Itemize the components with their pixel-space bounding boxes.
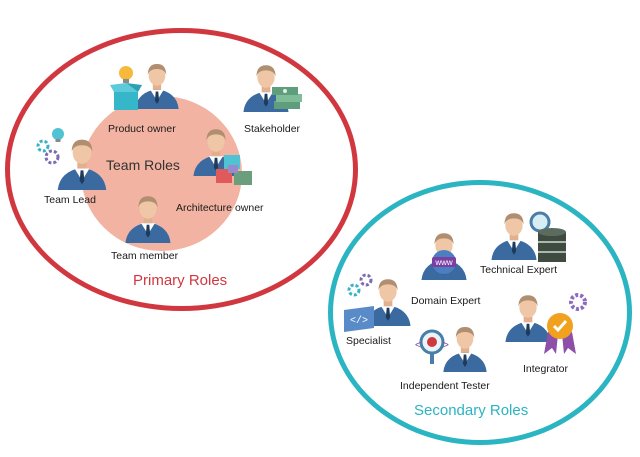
www-badge-text: www: [434, 258, 453, 267]
domain-expert-label: Domain Expert: [411, 295, 481, 307]
team-lead-label: Team Lead: [44, 194, 96, 206]
architecture-owner-label: Architecture owner: [176, 202, 264, 214]
independent-tester-person-icon: [443, 327, 487, 372]
lightbulb-icon: [119, 66, 133, 83]
specialist-figure: </>: [342, 268, 414, 332]
independent-tester-label: Independent Tester: [400, 380, 490, 392]
svg-text:<: <: [415, 340, 421, 351]
stakeholder-figure: [238, 55, 308, 117]
magnifier-icon: [529, 211, 551, 233]
database-icon: [538, 228, 566, 262]
specialist-label: Specialist: [346, 335, 391, 347]
gears-icon: [347, 273, 373, 297]
team-lead-figure: [34, 126, 114, 192]
www-globe-icon: www: [432, 250, 456, 274]
integrator-figure: [502, 286, 592, 358]
open-box-icon: [110, 83, 142, 110]
product-owner-figure: [110, 56, 182, 112]
product-owner-label: Product owner: [108, 123, 176, 135]
integrator-person-icon: [505, 295, 551, 342]
team-roles-label: Team Roles: [106, 157, 180, 173]
primary-roles-title: Primary Roles: [133, 272, 228, 289]
svg-text:>: >: [443, 340, 449, 351]
lightbulb-icon: [52, 128, 64, 142]
award-badge-icon: [544, 313, 576, 354]
gear-icon: [569, 293, 587, 311]
team-member-label: Team member: [111, 250, 179, 262]
technical-expert-label: Technical Expert: [480, 264, 558, 276]
money-stack-icon: [272, 87, 302, 109]
team-member-figure: [122, 188, 174, 246]
secondary-roles-title: Secondary Roles: [414, 402, 529, 419]
secondary-roles-ring: [328, 180, 632, 445]
product-owner-person-icon: [135, 64, 179, 109]
integrator-label: Integrator: [523, 363, 568, 375]
team-lead-person-icon: [57, 139, 107, 190]
independent-tester-figure: < >: [412, 318, 492, 378]
primary-roles-ring: [5, 28, 358, 311]
cubes-icon: [216, 155, 252, 185]
code-document-icon: </>: [344, 306, 374, 332]
svg-text:</>: </>: [350, 315, 368, 327]
team-member-person-icon: [125, 196, 171, 243]
technical-expert-figure: [488, 204, 576, 266]
bug-magnifier-icon: < >: [415, 329, 449, 364]
gears-icon: [36, 139, 60, 165]
architecture-owner-figure: [188, 121, 264, 201]
domain-expert-figure: www: [418, 224, 474, 286]
stakeholder-label: Stakeholder: [244, 123, 301, 135]
